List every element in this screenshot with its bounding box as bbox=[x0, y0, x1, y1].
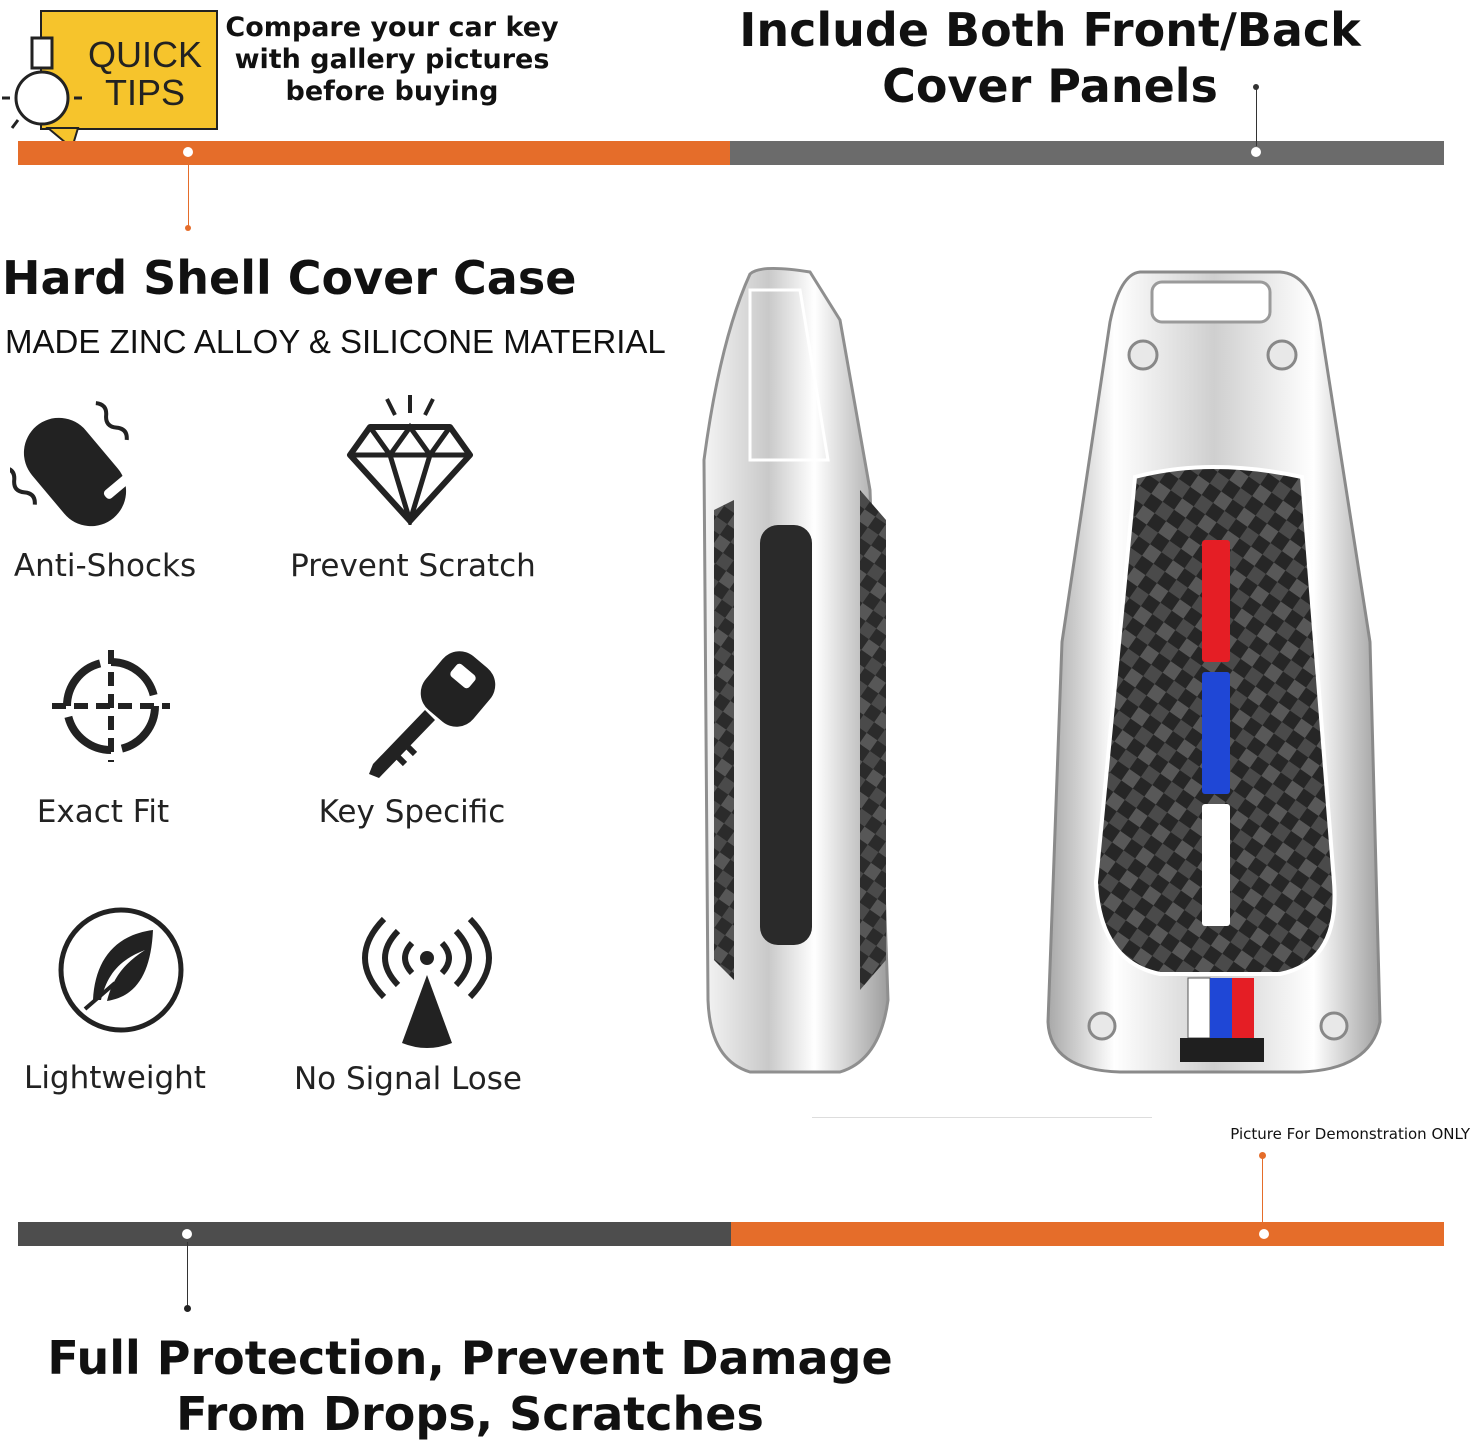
pointer-line-right bbox=[1256, 88, 1257, 146]
feature-label-key-specific: Key Specific bbox=[318, 794, 506, 830]
quick-tips-label: QUICK TIPS bbox=[87, 34, 202, 113]
pointer-line-bottom bbox=[187, 1242, 188, 1308]
crosshair-icon bbox=[52, 650, 170, 762]
top-bar-marker-right bbox=[1251, 147, 1261, 157]
quick-tips-badge bbox=[40, 10, 218, 130]
key-case-back-view bbox=[1046, 270, 1382, 1074]
top-bar-marker-left bbox=[183, 147, 193, 157]
page-subtitle: MADE ZINC ALLOY & SILICONE MATERIAL bbox=[5, 323, 666, 360]
top-heading: Include Both Front/Back Cover Panels bbox=[739, 3, 1361, 113]
key-case-side-view bbox=[702, 267, 890, 1074]
pointer-end-bottom bbox=[184, 1305, 191, 1312]
feature-label-prevent-scratch: Prevent Scratch bbox=[290, 548, 536, 584]
bottom-bar-marker-left bbox=[182, 1229, 192, 1239]
pointer-line-demo bbox=[1262, 1156, 1263, 1234]
pointer-end-left bbox=[185, 225, 191, 231]
key-icon bbox=[369, 651, 496, 778]
demonstration-note: Picture For Demonstration ONLY bbox=[1230, 1125, 1470, 1143]
pointer-end-right bbox=[1253, 84, 1259, 90]
feature-label-lightweight: Lightweight bbox=[24, 1060, 206, 1096]
vibrating-key-fob-icon bbox=[10, 401, 131, 527]
bottom-bar-orange bbox=[731, 1222, 1444, 1246]
signal-tower-icon bbox=[362, 916, 492, 1048]
page-title: Hard Shell Cover Case bbox=[2, 251, 577, 305]
bottom-bar-dark bbox=[18, 1222, 731, 1246]
product-baseline bbox=[812, 1117, 1152, 1118]
feature-label-exact-fit: Exact Fit bbox=[36, 794, 170, 830]
pointer-line-left bbox=[188, 160, 189, 228]
feature-label-anti-shocks: Anti-Shocks bbox=[13, 548, 197, 584]
bottom-bar-marker-right bbox=[1259, 1229, 1269, 1239]
diamond-icon bbox=[347, 395, 473, 525]
top-bar-gray bbox=[730, 141, 1444, 165]
bottom-heading: Full Protection, Prevent Damage From Dro… bbox=[47, 1331, 893, 1441]
pointer-end-demo bbox=[1259, 1152, 1266, 1159]
feather-icon bbox=[58, 907, 184, 1033]
top-bar-orange bbox=[18, 141, 730, 165]
feature-label-no-signal-lose: No Signal Lose bbox=[293, 1061, 522, 1097]
quick-tips-note: Compare your car key with gallery pictur… bbox=[225, 12, 559, 107]
